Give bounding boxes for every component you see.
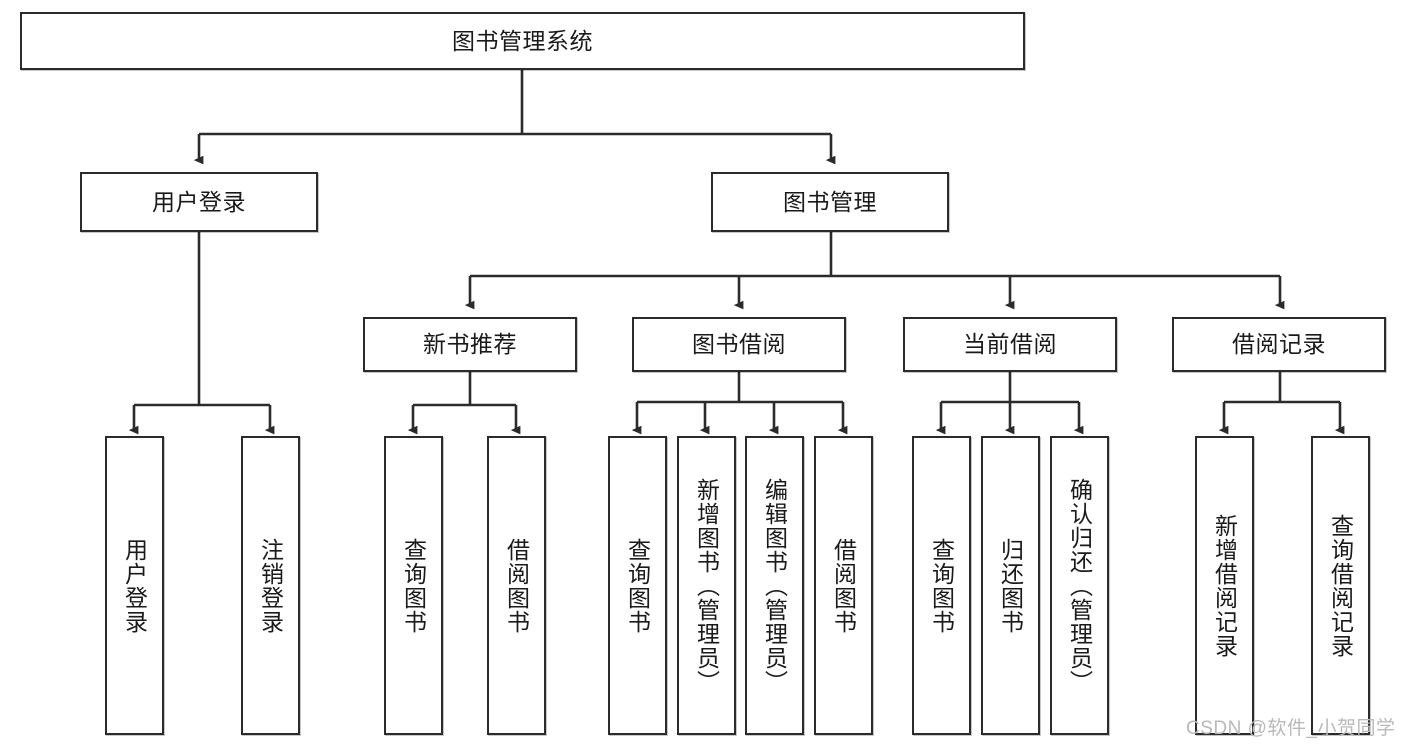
leaf-add-book[interactable]: 新增图书（管理员） — [677, 436, 736, 735]
node-current-borrow[interactable]: 当前借阅 — [903, 317, 1117, 372]
node-label: 查询图书 — [400, 537, 427, 634]
leaf-logout-login[interactable]: 注销登录 — [241, 436, 300, 735]
leaf-edit-book[interactable]: 编辑图书（管理员） — [745, 436, 804, 735]
leaf-query-book-recommend[interactable]: 查询图书 — [384, 436, 443, 735]
leaf-return-book[interactable]: 归还图书 — [981, 436, 1040, 735]
leaf-query-borrow-record[interactable]: 查询借阅记录 — [1311, 436, 1370, 735]
node-label: 图书借阅 — [692, 331, 786, 358]
node-label: 归还图书 — [997, 537, 1024, 634]
leaf-query-book-current[interactable]: 查询图书 — [912, 436, 971, 735]
node-label: 新书推荐 — [423, 331, 517, 358]
leaf-add-borrow-record[interactable]: 新增借阅记录 — [1195, 436, 1254, 735]
node-label: 借阅图书 — [830, 537, 857, 634]
node-label: 借阅图书 — [503, 537, 530, 634]
leaf-query-book-borrow[interactable]: 查询图书 — [608, 436, 667, 735]
node-book-manage[interactable]: 图书管理 — [711, 172, 949, 232]
node-label: 借阅记录 — [1232, 331, 1326, 358]
node-borrow-record[interactable]: 借阅记录 — [1172, 317, 1386, 372]
node-label: 确认归还（管理员） — [1066, 477, 1093, 694]
node-label: 新增借阅记录 — [1211, 513, 1238, 658]
node-label: 查询图书 — [624, 537, 651, 634]
node-book-borrow[interactable]: 图书借阅 — [632, 317, 846, 372]
node-root-system[interactable]: 图书管理系统 — [20, 12, 1025, 70]
csdn-watermark: CSDN @软件_小贺同学 — [1186, 718, 1396, 739]
node-label: 用户登录 — [121, 537, 148, 634]
node-label: 用户登录 — [152, 188, 246, 215]
node-label: 注销登录 — [257, 537, 284, 634]
node-label: 图书管理系统 — [452, 27, 593, 54]
node-label: 新增图书（管理员） — [693, 477, 720, 694]
leaf-borrow-book[interactable]: 借阅图书 — [814, 436, 873, 735]
node-label: 查询借阅记录 — [1327, 513, 1354, 658]
node-new-book-recommend[interactable]: 新书推荐 — [363, 317, 577, 372]
leaf-borrow-book-recommend[interactable]: 借阅图书 — [487, 436, 546, 735]
node-label: 查询图书 — [928, 537, 955, 634]
node-label: 图书管理 — [783, 188, 877, 215]
leaf-user-login[interactable]: 用户登录 — [105, 436, 164, 735]
leaf-confirm-return[interactable]: 确认归还（管理员） — [1050, 436, 1109, 735]
node-label: 当前借阅 — [963, 331, 1057, 358]
node-user-login[interactable]: 用户登录 — [80, 172, 318, 232]
node-label: 编辑图书（管理员） — [761, 477, 788, 694]
